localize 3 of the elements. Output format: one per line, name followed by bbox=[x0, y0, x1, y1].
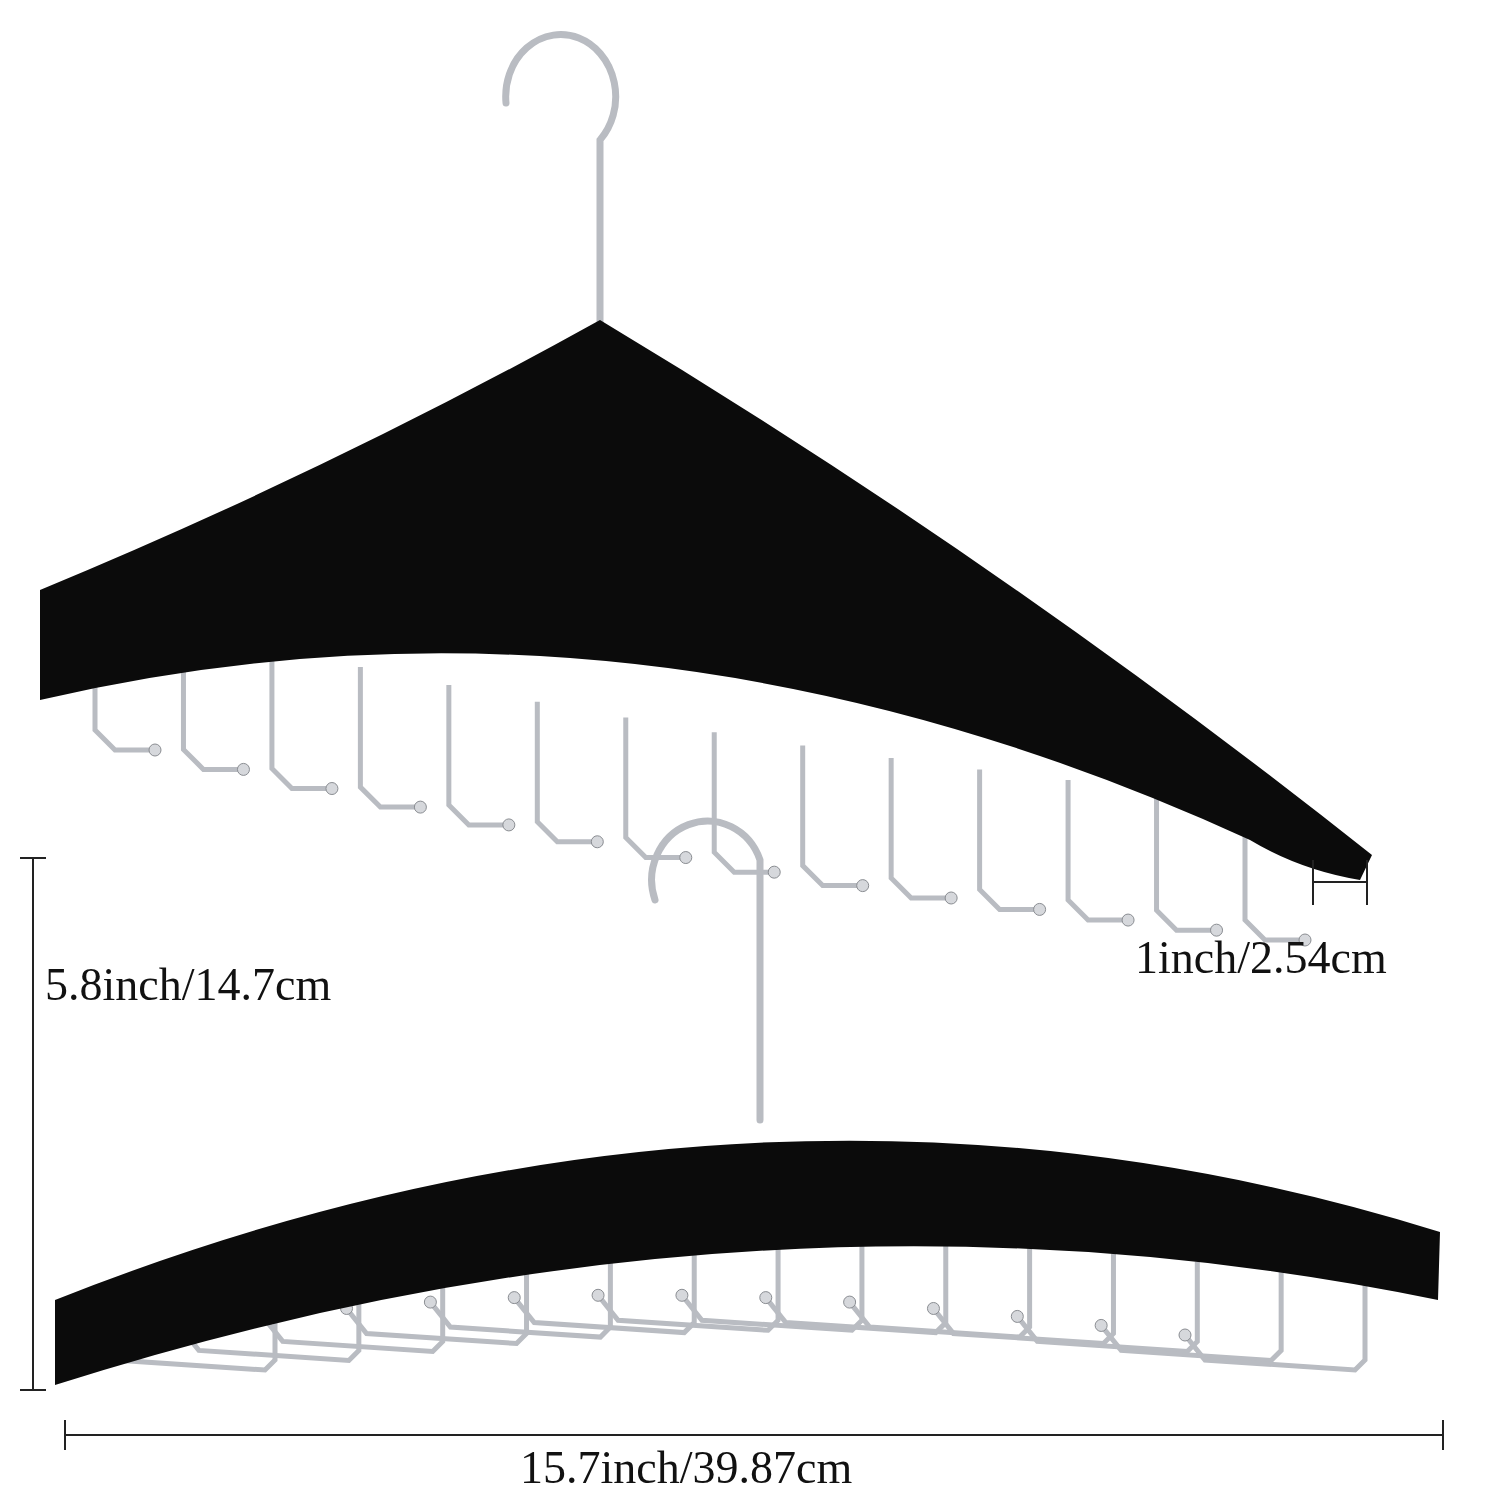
dimension-label: 5.8inch/14.7cm bbox=[45, 962, 332, 1008]
dimension-label: 1inch/2.54cm bbox=[1135, 935, 1387, 981]
dimension-label: 15.7inch/39.87cm bbox=[520, 1445, 853, 1491]
